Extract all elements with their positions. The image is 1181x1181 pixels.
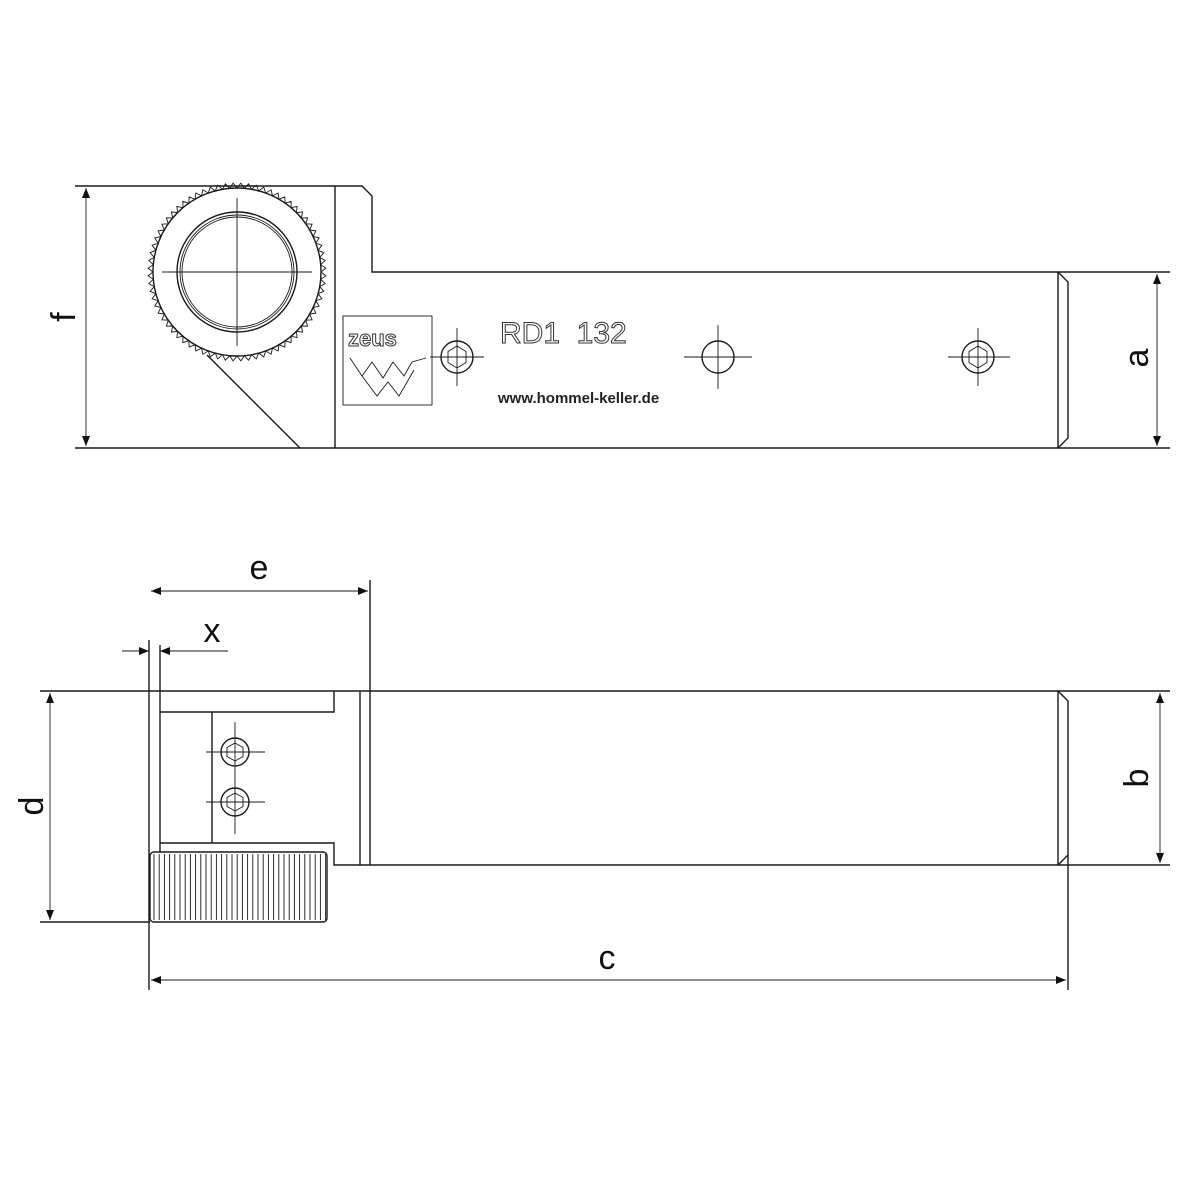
dim-label-x: x: [204, 612, 221, 650]
hex-screw-icon: [206, 722, 265, 778]
website-marking: www.hommel-keller.de: [497, 390, 659, 407]
shank-chamfer-side: [1057, 690, 1069, 990]
hex-screw-icon: [206, 778, 265, 834]
head-bevel: [206, 354, 301, 449]
knurled-wheel: [147, 182, 327, 362]
hex-screw-icon: [948, 328, 1010, 386]
dim-label-b: b: [1118, 769, 1156, 788]
hole-icon: [684, 325, 752, 389]
holder-side-outline: [40, 580, 1170, 990]
top-view: zeus RD1 132 www.hommel-keller.de f a: [45, 182, 1170, 449]
dim-label-f: f: [45, 312, 83, 322]
shank-chamfer: [1057, 271, 1069, 449]
dim-label-a: a: [1118, 348, 1156, 367]
svg-text:zeus: zeus: [348, 326, 397, 351]
hex-screw-icon: [430, 328, 484, 386]
holder-outline: [75, 185, 1170, 449]
dim-label-d: d: [13, 797, 51, 816]
part-marking: RD1 132: [500, 317, 627, 350]
dim-label-e: e: [250, 549, 269, 587]
knurled-knob: [149, 851, 328, 923]
dim-label-c: c: [599, 939, 616, 977]
side-view: e x d b c: [13, 549, 1170, 990]
zeus-logo: zeus: [342, 315, 433, 406]
